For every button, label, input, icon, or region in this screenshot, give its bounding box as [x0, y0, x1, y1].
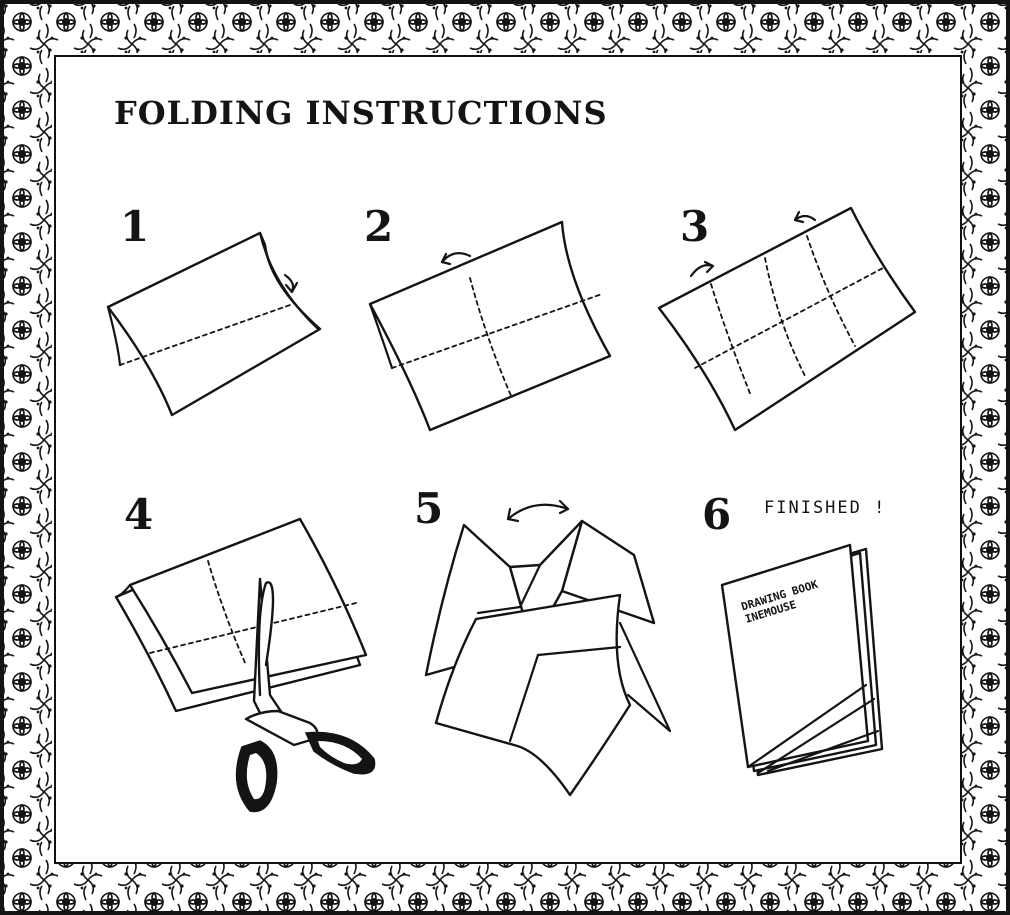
finished-label: FINISHED ! [764, 498, 887, 518]
step-number-4: 4 [124, 490, 154, 539]
step-number-5: 5 [414, 484, 444, 533]
fold-in-quarters-icon [368, 220, 612, 432]
page-title: FOLDING INSTRUCTIONS [114, 94, 608, 132]
fold-in-eighths-icon [657, 206, 917, 432]
step-number-2: 2 [364, 202, 394, 251]
step-number-6: 6 [702, 490, 732, 539]
fold-in-half-icon [106, 231, 322, 417]
finished-booklet-icon [720, 543, 884, 777]
step-number-3: 3 [680, 202, 710, 251]
step-number-1: 1 [120, 202, 150, 251]
push-and-fold-icon [424, 499, 672, 797]
cut-with-scissors-icon [114, 517, 376, 813]
